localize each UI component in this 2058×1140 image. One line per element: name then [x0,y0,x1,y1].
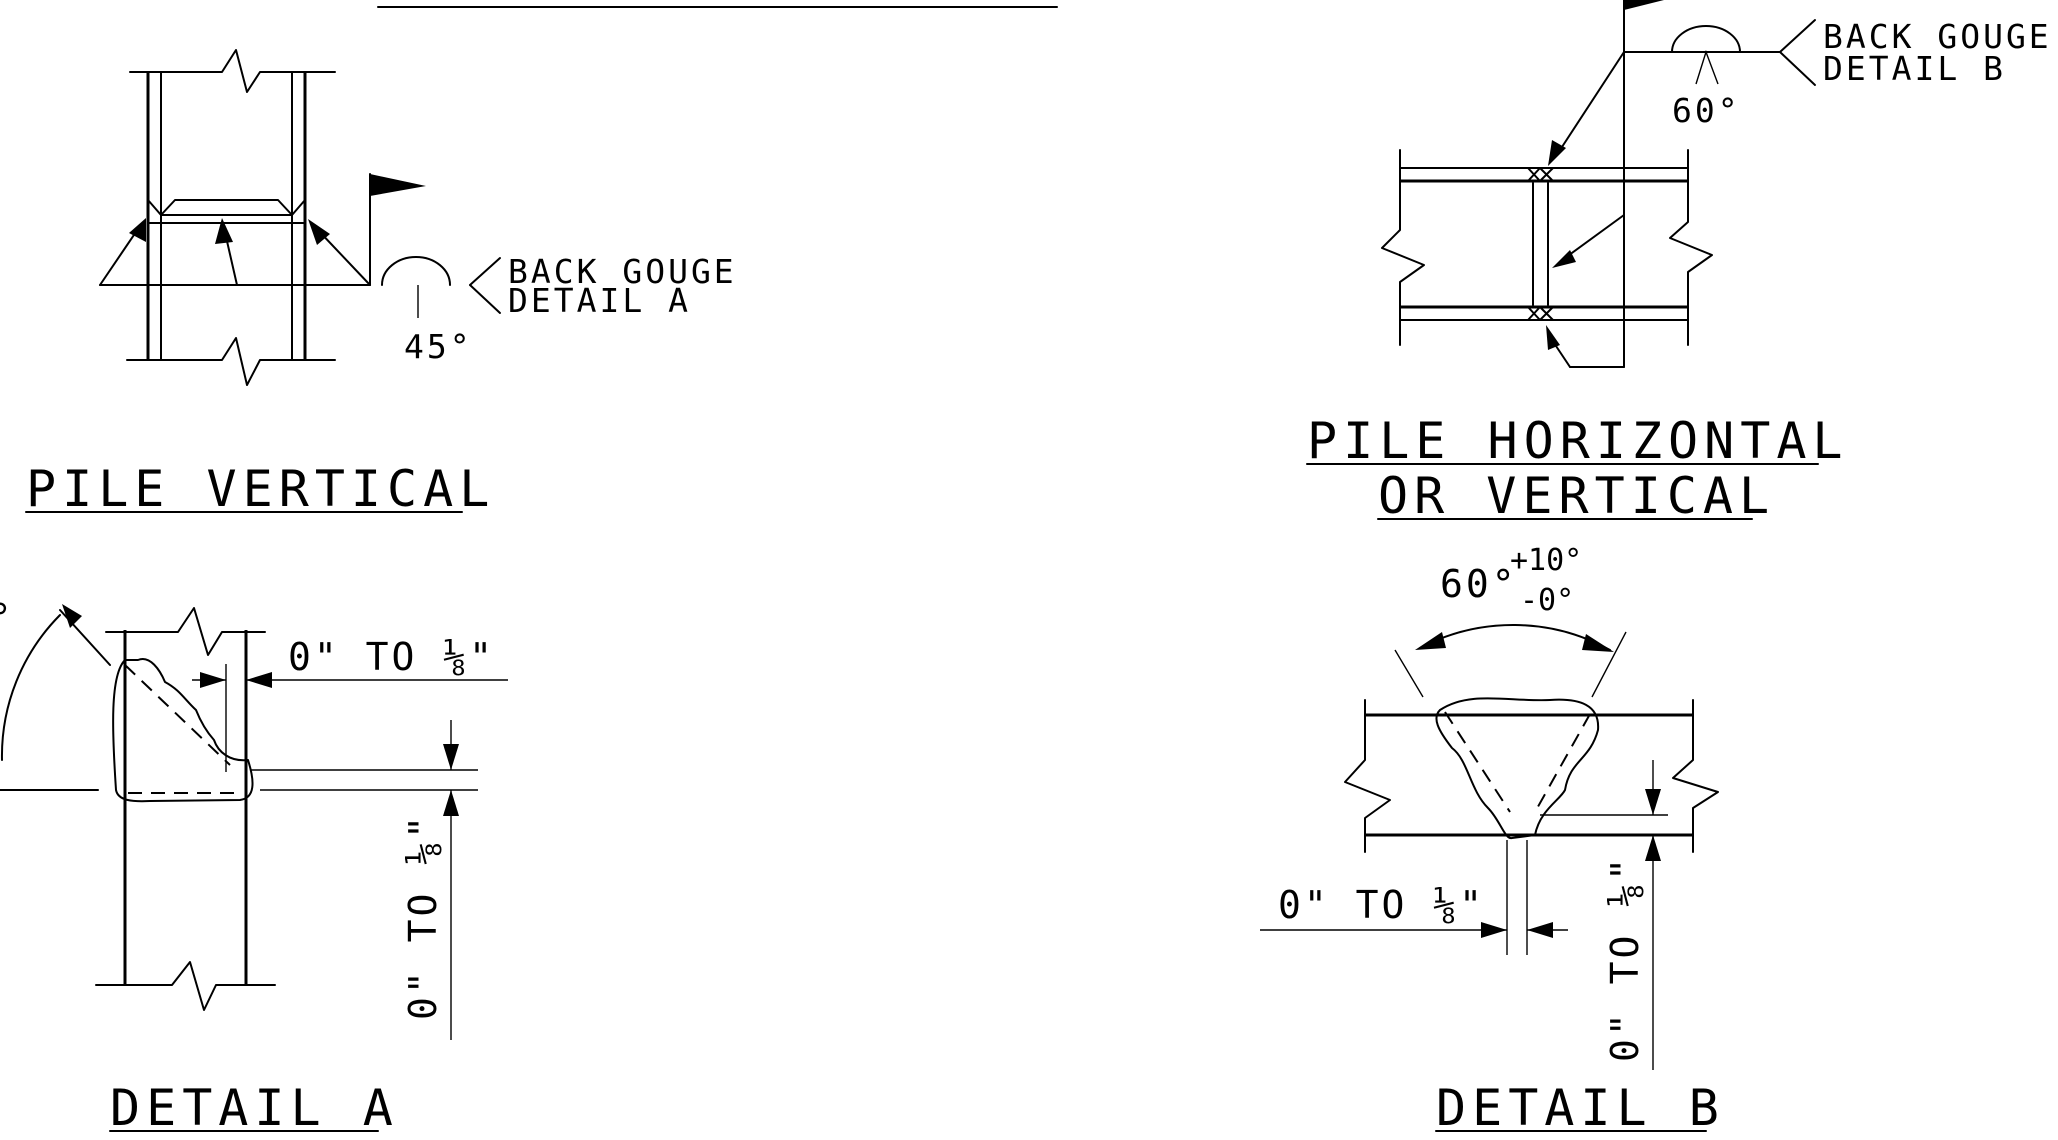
detail-b-gap-horizontal: 0" TO ⅛" [1278,883,1485,927]
detail-b-view: 60° +10° -0° 0" TO ⅛" 0" TO ⅛" [1260,543,1719,1070]
detail-b-angle-minus: -0° [1520,583,1574,618]
pile-horizontal-angle: 60° [1672,91,1741,130]
pile-horizontal-callout-line2: DETAIL B [1823,49,2006,88]
pile-horizontal-callout-line1: BACK GOUGE [1823,17,2052,56]
pile-vertical-callout-line1: BACK GOUGE [508,252,737,291]
detail-a-view: ° 0" TO ⅛" 0" TO ⅛" [0,590,508,1040]
pile-vertical-callout-line2: DETAIL A [508,281,691,320]
detail-a-angle-partial: ° [0,590,35,629]
detail-a-gap-horizontal: 0" TO ⅛" [288,635,495,679]
detail-b-angle-plus: +10° [1510,543,1582,578]
detail-a-title: DETAIL A [110,1079,399,1137]
detail-a-gap-vertical: 0" TO ⅛" [401,813,445,1020]
pile-vertical-angle: 45° [404,327,473,366]
detail-b-gap-vertical: 0" TO ⅛" [1603,855,1647,1062]
pile-horizontal-view: BACK GOUGE DETAIL B 60° [1381,0,2052,368]
pile-horizontal-title-line1: PILE HORIZONTAL [1307,412,1849,470]
pile-horizontal-title-line2: OR VERTICAL [1378,467,1775,525]
pile-vertical-title: PILE VERTICAL [26,460,495,518]
detail-b-angle-base: 60° [1440,562,1518,606]
detail-b-title: DETAIL B [1436,1079,1725,1137]
pile-vertical-view: BACK GOUGE DETAIL A 45° [99,49,737,386]
